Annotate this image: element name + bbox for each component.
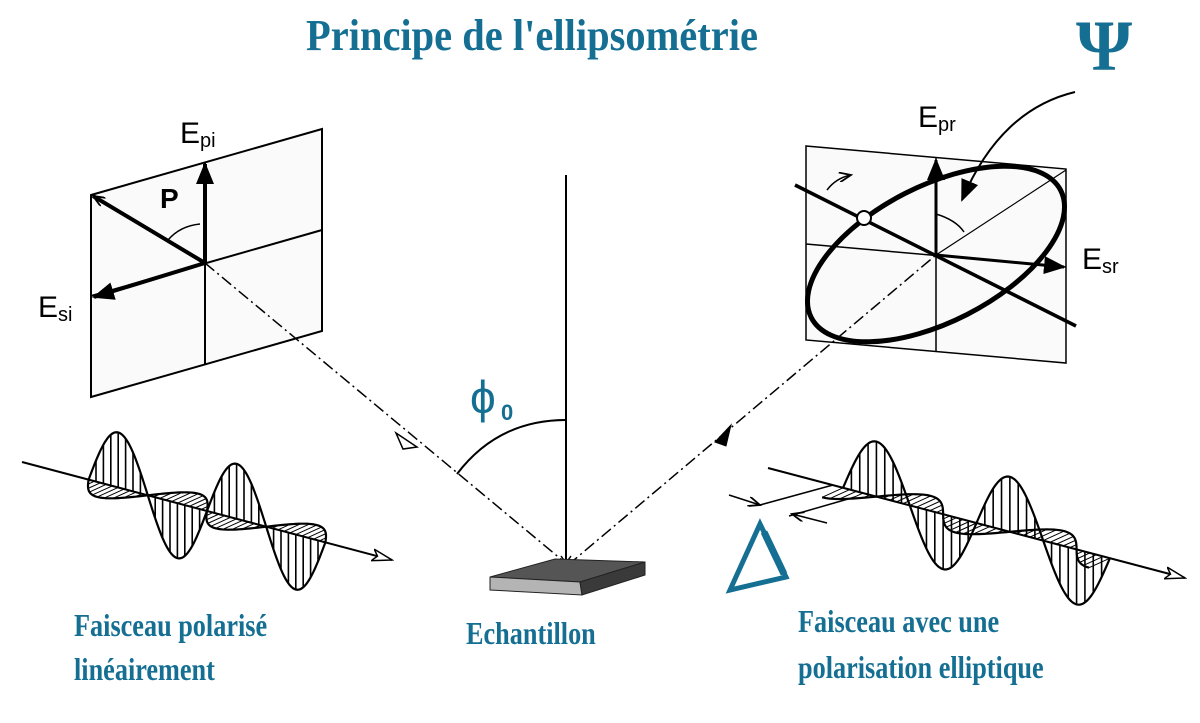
elliptic-wave-horizontal-hatch bbox=[896, 493, 914, 503]
analyzer-axis-line bbox=[794, 183, 1077, 328]
sample-caption: Echantillon bbox=[466, 615, 596, 651]
linear-wave-horizontal-hatch bbox=[283, 523, 302, 532]
linear-wave-horizontal-hatch bbox=[301, 526, 322, 537]
linear-wave-horizontal-hatch bbox=[215, 518, 237, 529]
elliptic-wave-horizontal-hatch bbox=[1063, 539, 1076, 547]
diagram-title: Principe de l'ellipsométrie bbox=[306, 11, 758, 60]
incident-direction-arrow-icon bbox=[394, 430, 420, 450]
elliptic-wave-horizontal-hatch bbox=[829, 489, 850, 500]
elliptic-polarized-wave bbox=[767, 440, 1185, 606]
e-sr-subscript: sr bbox=[1102, 256, 1119, 278]
linear-wave-horizontal-hatch bbox=[165, 491, 183, 501]
reflected-direction-arrow-icon bbox=[714, 423, 732, 447]
elliptic-wave-horizontal-hatch bbox=[916, 497, 937, 508]
reflected-beam-caption-line2: polarisation elliptique bbox=[798, 649, 1044, 685]
elliptic-wave-horizontal-hatch bbox=[821, 487, 844, 498]
e-pi-letter: E bbox=[180, 117, 201, 150]
linear-wave-horizontal-hatch bbox=[194, 501, 208, 509]
psi-angle-arc bbox=[935, 213, 965, 233]
psi-symbol: Ψ bbox=[1076, 6, 1133, 86]
linear-wave-horizontal-hatch bbox=[97, 487, 119, 498]
linear-wave-horizontal-hatch bbox=[104, 488, 125, 499]
e-sr-arrow bbox=[935, 253, 1066, 275]
linear-wave-horizontal-hatch bbox=[289, 523, 310, 534]
elliptic-wave-horizontal-hatch bbox=[972, 526, 991, 535]
linear-wave-horizontal-hatch bbox=[92, 485, 113, 496]
linear-wave-horizontal-hatch bbox=[189, 498, 207, 507]
incident-beam bbox=[204, 262, 569, 566]
ellipse-intersection-marker bbox=[856, 210, 872, 226]
phi-symbol: ϕ bbox=[470, 371, 496, 423]
linear-wave-horizontal-hatch bbox=[177, 493, 199, 504]
linear-wave-horizontal-hatch bbox=[171, 492, 192, 503]
linear-wave-horizontal-hatch bbox=[207, 515, 225, 524]
elliptic-wave-horizontal-hatch bbox=[943, 517, 957, 524]
polarizer-label: P bbox=[160, 183, 179, 214]
linear-wave-horizontal-hatch bbox=[210, 516, 231, 527]
elliptic-wave-horizontal-hatch bbox=[1029, 528, 1047, 538]
polarizer-angle-arc bbox=[167, 223, 201, 241]
delta-marker-left-arrow bbox=[728, 494, 760, 505]
delta-marker-ref-line-1 bbox=[759, 484, 834, 506]
elliptic-wave-horizontal-hatch bbox=[1077, 552, 1091, 559]
incident-polarization-plane bbox=[90, 127, 323, 399]
e-sr-letter: E bbox=[1082, 243, 1103, 276]
e-si-label: Esi bbox=[38, 292, 72, 331]
linear-wave-propagation-axis bbox=[21, 461, 392, 560]
polarization-ellipse bbox=[804, 163, 1068, 345]
linear-wave-horizontal-hatch bbox=[87, 482, 101, 489]
linear-wave-horizontal-hatch bbox=[183, 495, 204, 506]
elliptic-wave-horizontal-component bbox=[821, 493, 1090, 569]
e-pr-subscript: pr bbox=[938, 114, 956, 136]
incident-beam-line bbox=[204, 262, 569, 566]
reflected-beam-line bbox=[567, 254, 937, 566]
incidence-angle-arc bbox=[456, 419, 567, 475]
delta-marker-ref-line-2 bbox=[788, 496, 856, 517]
e-si-letter: E bbox=[38, 291, 59, 324]
delta-marker-right-arrow bbox=[792, 514, 828, 524]
reflected-beam-caption-line1: Faisceau avec une bbox=[798, 603, 1000, 639]
linear-wave-horizontal-hatch bbox=[89, 483, 107, 493]
elliptic-wave-horizontal-hatch bbox=[909, 495, 931, 506]
linear-wave-horizontal-hatch bbox=[307, 529, 325, 539]
linear-polarized-wave bbox=[21, 431, 392, 591]
reflected-polarization-plane bbox=[794, 91, 1077, 364]
e-pi-label: Epi bbox=[180, 118, 216, 157]
rotation-direction-icon bbox=[826, 175, 851, 191]
delta-thick-stroke bbox=[760, 530, 788, 576]
linear-wave-horizontal-hatch bbox=[222, 519, 243, 530]
e-pi-subscript: pi bbox=[200, 130, 216, 152]
incident-beam-caption-line1: Faisceau polarisé bbox=[74, 607, 268, 643]
elliptic-wave-horizontal-hatch bbox=[1049, 532, 1070, 543]
elliptic-wave-horizontal-hatch bbox=[839, 490, 857, 500]
linear-wave-horizontal-hatch bbox=[313, 533, 327, 540]
elliptic-wave-horizontal-hatch bbox=[1036, 529, 1057, 540]
elliptic-wave-horizontal-hatch bbox=[929, 504, 943, 512]
linear-wave-horizontal-hatch bbox=[206, 513, 220, 521]
reflected-beam bbox=[567, 254, 937, 566]
elliptic-wave-horizontal-hatch bbox=[1056, 535, 1074, 545]
sample-side-face bbox=[579, 561, 646, 596]
sample-block bbox=[489, 558, 646, 596]
e-pr-label: Epr bbox=[918, 102, 956, 141]
e-si-arrow bbox=[92, 261, 206, 300]
linear-wave-horizontal-hatch bbox=[295, 524, 317, 535]
psi-pointer-arrow bbox=[961, 91, 1076, 202]
elliptic-wave-propagation-axis bbox=[767, 467, 1185, 578]
incident-beam-caption-line2: linéairement bbox=[74, 651, 215, 687]
e-pr-letter: E bbox=[918, 101, 939, 134]
e-sr-label: Esr bbox=[1082, 244, 1119, 283]
phi-subscript: 0 bbox=[501, 400, 514, 425]
delta-phase-markers bbox=[728, 484, 856, 524]
elliptic-wave-horizontal-hatch bbox=[922, 500, 941, 510]
elliptic-wave-horizontal-hatch bbox=[1043, 530, 1065, 542]
linear-wave-horizontal-hatch bbox=[112, 490, 131, 499]
linear-wave-horizontal-hatch bbox=[231, 521, 249, 531]
polarizer-arrow bbox=[93, 194, 207, 265]
elliptic-wave-horizontal-hatch bbox=[902, 494, 924, 505]
e-si-subscript: si bbox=[58, 304, 73, 326]
ellipse-major-axis bbox=[935, 169, 1067, 256]
